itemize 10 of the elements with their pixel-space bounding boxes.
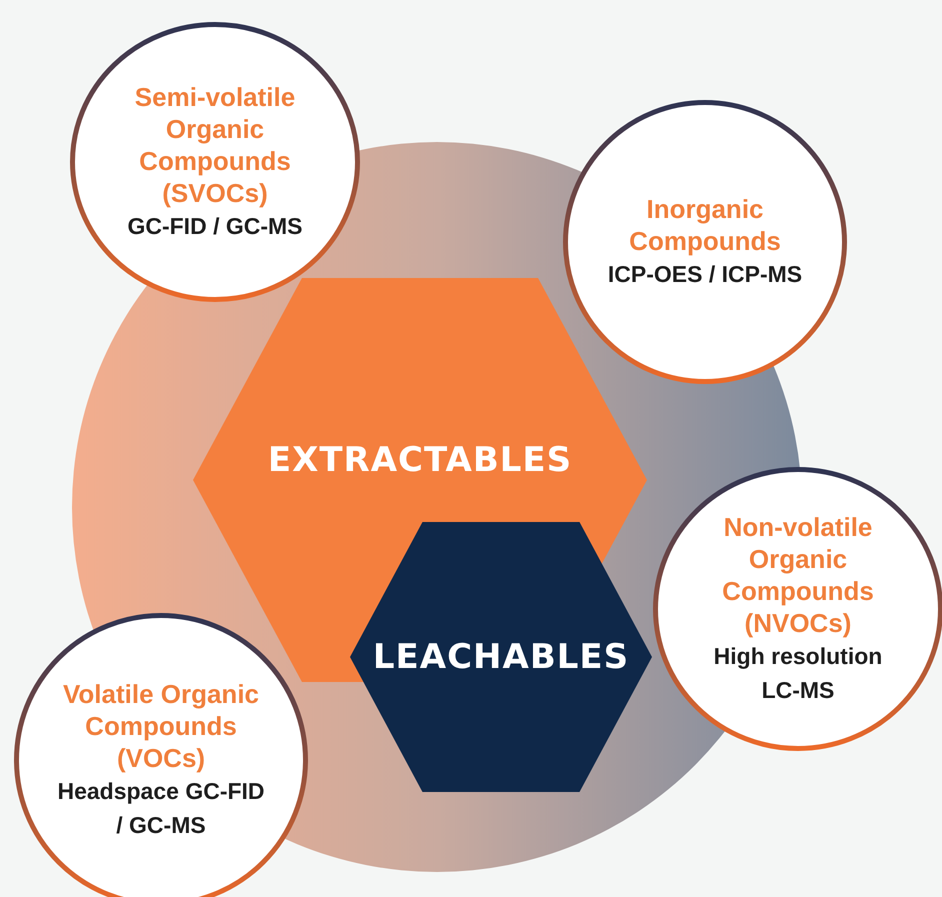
category-heading: Volatile Organic Compounds (VOCs) (62, 678, 260, 774)
hexagon-label: EXTRACTABLES (268, 440, 572, 480)
method-text: GC-FID / GC-MS (127, 212, 303, 241)
hexagon-label: LEACHABLES (372, 637, 630, 677)
method-text: Headspace GC-FID / GC-MS (56, 777, 266, 840)
method-text: ICP-OES / ICP-MS (608, 260, 802, 289)
category-heading: Inorganic Compounds (628, 193, 782, 257)
method-text: High resolution LC-MS (712, 642, 884, 705)
category-heading: Semi-volatile Organic Compounds (SVOCs) (134, 81, 296, 209)
category-heading: Non-volatile Organic Compounds (NVOCs) (721, 511, 875, 639)
